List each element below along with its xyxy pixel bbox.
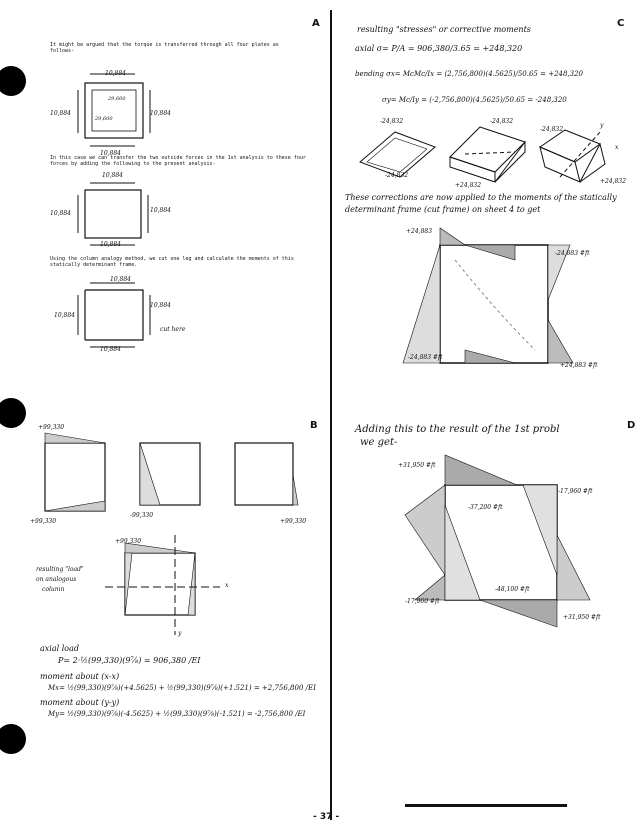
- fig1-right-label: 10,884: [150, 110, 171, 117]
- punch-hole-bottom: [0, 724, 26, 754]
- panel-a-para3: Using the column analogy method, we cut …: [50, 256, 294, 268]
- bottom-rule: [405, 804, 567, 807]
- c-sketch-a1: -24,832: [380, 118, 404, 125]
- b-my-head: moment about (y-y): [40, 698, 120, 707]
- c-para: These corrections are now applied to the…: [345, 193, 617, 214]
- panel-a-fig3: [77, 282, 151, 348]
- panel-b-diagrams: [44, 432, 299, 635]
- b-axis-x: x: [225, 582, 229, 589]
- d-heading-2: we get-: [360, 437, 398, 448]
- c-diagram-tl: +24,883: [406, 228, 433, 235]
- c-title: resulting "stresses" or corrective momen…: [357, 25, 531, 34]
- fig1-inner-bottom: 29,600: [95, 116, 113, 122]
- panel-a-fig1: [77, 73, 151, 147]
- fig1-bottom-label: 10,884: [100, 150, 121, 157]
- fig3-left-label: 10,884: [54, 312, 75, 319]
- panel-a-fig2: [77, 182, 149, 246]
- c-sketch-c4: x: [615, 144, 619, 151]
- c-axial: axial σ= P/A = 906,380/3.65 = +248,320: [355, 44, 523, 53]
- c-diagram-bl: -24,883 #ft: [408, 354, 443, 361]
- b-mx-eq: Mx= ½(99,330)(9⅞)(+4.5625) + ½(99,330)(9…: [48, 684, 316, 692]
- panel-a-para2: In this case we can transfer the two out…: [50, 155, 306, 167]
- b-axis-y: y: [178, 630, 182, 637]
- d-value-inner-1: -37,200 #ft: [468, 504, 503, 511]
- fig2-bottom-label: 10,884: [100, 241, 121, 248]
- panel-d-letter: D: [627, 420, 636, 431]
- punch-hole-middle: [0, 398, 26, 428]
- punch-hole-top: [0, 66, 26, 96]
- d-value-bl: -17,960 #ft: [405, 598, 440, 605]
- panel-b-letter: B: [310, 420, 318, 431]
- fig3-top-label: 10,884: [110, 276, 131, 283]
- b-moment-3: -99,330: [130, 512, 154, 519]
- fig3-cut-label: cut here: [160, 326, 186, 333]
- panel-a-intro: It might be argued that the torque is tr…: [50, 42, 279, 54]
- c-diagram-tr: -24,883 #ft: [555, 250, 590, 257]
- c-sketch-c3: y: [600, 122, 604, 129]
- c-diagram-br: +24,883 #ft: [560, 362, 598, 369]
- d-value-inner-2: -48,100 #ft: [495, 586, 530, 593]
- b-axial-head: axial load: [40, 644, 79, 653]
- b-my-eq: My= ½(99,330)(9⅞)(-4.5625) + ½(99,330)(9…: [48, 710, 306, 718]
- fig2-right-label: 10,884: [150, 207, 171, 214]
- c-moment-diagram: [402, 227, 574, 364]
- c-sketch-a2: -24,832: [385, 172, 409, 179]
- d-heading-1: Adding this to the result of the 1st pro…: [355, 424, 560, 435]
- fig1-inner-top: 29,600: [108, 96, 126, 102]
- fig1-left-label: 10,884: [50, 110, 71, 117]
- b-moment-2: +99,330: [30, 518, 57, 525]
- fig2-top-label: 10,884: [102, 172, 123, 179]
- d-value-tl: +31,950 #ft: [398, 462, 436, 469]
- panel-a-letter: A: [312, 18, 320, 29]
- fig1-top-label: 10,884: [105, 70, 126, 77]
- page-number: - 37 -: [313, 812, 340, 822]
- d-value-br: +31,950 #ft: [563, 614, 601, 621]
- c-sketch-b1: -24,832: [490, 118, 514, 125]
- c-sketches: [359, 126, 606, 183]
- d-value-tr: -17,960 #ft: [558, 488, 593, 495]
- b-moment-1: +99,330: [38, 424, 65, 431]
- b-axial-eq: P= 2·½(99,330)(9⅞) = 906,380 /EI: [58, 656, 201, 665]
- b-side-text-1: resulting "load": [36, 566, 84, 573]
- c-bending-1: bending σx= McMc/Ix = (2,756,800)(4.5625…: [355, 70, 584, 78]
- fig2-left-label: 10,884: [50, 210, 71, 217]
- c-sketch-b2: +24,832: [455, 182, 482, 189]
- b-mx-head: moment about (x-x): [40, 672, 120, 681]
- c-sketch-c1: -24,832: [540, 126, 564, 133]
- page-divider: [330, 10, 332, 820]
- b-moment-4: +99,330: [280, 518, 307, 525]
- b-side-text-3: column: [42, 586, 65, 593]
- c-sketch-c2: +24,832: [600, 178, 627, 185]
- fig3-right-label: 10,884: [150, 302, 171, 309]
- b-moment-5: +99,330: [115, 538, 142, 545]
- d-moment-diagram: [404, 454, 591, 628]
- panel-c-letter: C: [617, 18, 625, 29]
- b-side-text-2: on analogous: [36, 576, 77, 583]
- fig3-bottom-label: 10,884: [100, 346, 121, 353]
- c-bending-2: σy= Mc/Iy = (-2,756,800)(4.5625)/50.65 =…: [382, 96, 567, 104]
